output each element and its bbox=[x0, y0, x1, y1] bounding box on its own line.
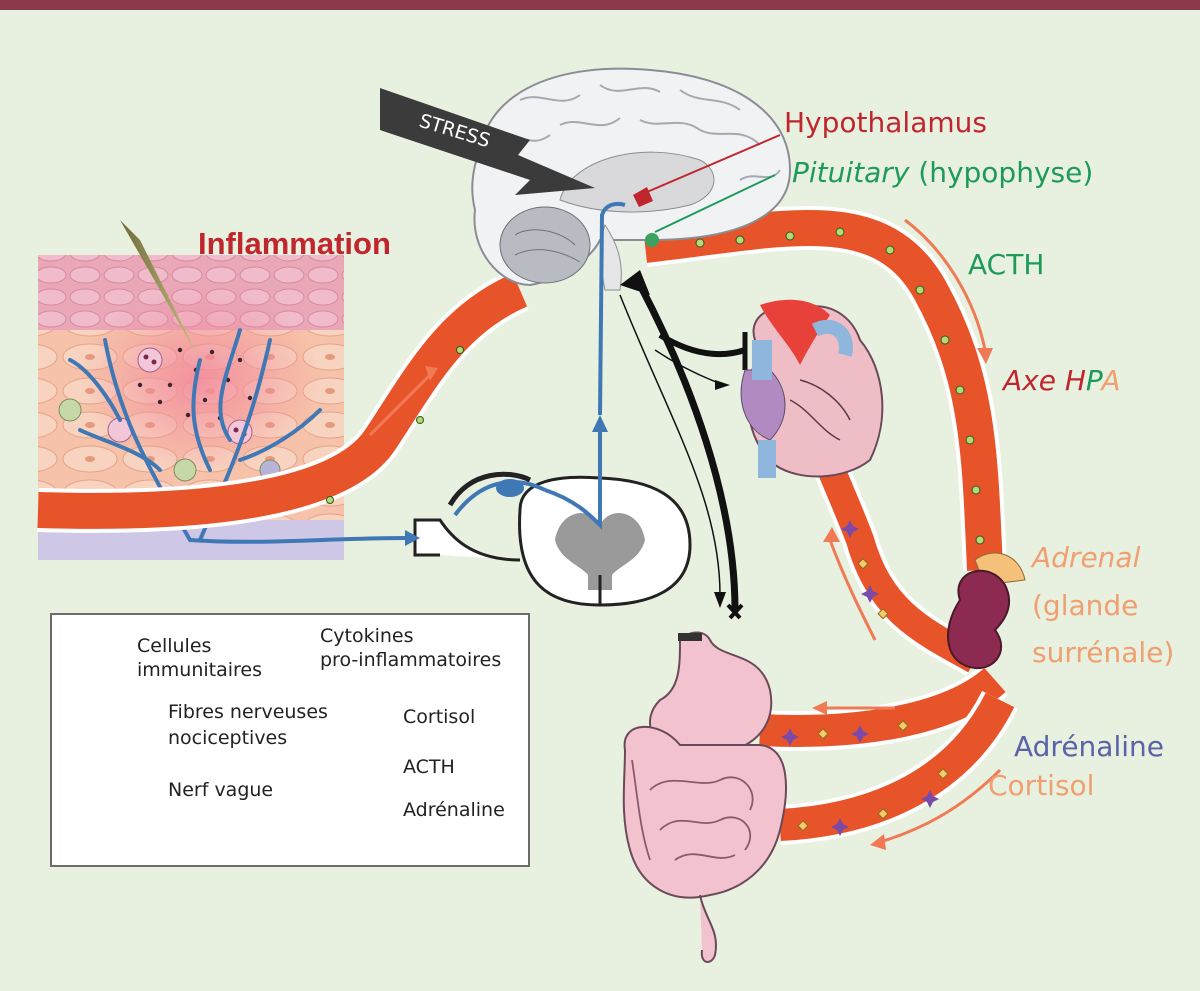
legend-acth: ACTH bbox=[403, 756, 455, 778]
spinal-cord bbox=[413, 471, 692, 607]
hypothalamus-label: Hypothalamus bbox=[784, 106, 987, 139]
digestive-organs bbox=[622, 631, 787, 963]
flow-arrows bbox=[368, 218, 1002, 844]
legend-box: Cellules immunitaires Cytokines pro-infl… bbox=[50, 613, 530, 867]
kidney-adrenal bbox=[947, 552, 1026, 670]
legend-cyto-1: Cytokines bbox=[320, 625, 414, 647]
legend-fibres-2: nociceptives bbox=[168, 727, 288, 749]
vessel-particles bbox=[326, 227, 985, 836]
legend-fibres-1: Fibres nerveuses bbox=[168, 701, 328, 723]
adrenal-fr-line1: (glande bbox=[1032, 589, 1139, 622]
nerves bbox=[189, 201, 748, 620]
pituitary-fr: (hypophyse) bbox=[909, 156, 1094, 189]
inflammation-label: Inflammation bbox=[198, 226, 391, 261]
blood-vessels bbox=[37, 205, 1018, 845]
adrenal-label: Adrenal bbox=[1032, 541, 1141, 574]
top-bar bbox=[0, 0, 1200, 10]
legend-immune-2: immunitaires bbox=[137, 659, 263, 681]
axe-hpa-a: A bbox=[1101, 364, 1121, 397]
flow-arrowheads bbox=[425, 348, 993, 850]
legend-cortisol: Cortisol bbox=[403, 706, 476, 728]
axe-hpa-h: Axe H bbox=[1003, 364, 1086, 397]
adrenal-fr-line2: surrénale) bbox=[1032, 636, 1175, 669]
cortisol-label: Cortisol bbox=[988, 769, 1095, 802]
stress-arrow bbox=[380, 88, 595, 195]
acth-label: ACTH bbox=[968, 248, 1045, 281]
legend-nerf-vague: Nerf vague bbox=[168, 779, 274, 801]
heart bbox=[740, 299, 884, 478]
brain bbox=[471, 67, 792, 291]
pituitary-label: Pituitary (hypophyse) bbox=[792, 156, 1093, 190]
inflammation-needle bbox=[120, 220, 200, 360]
pituitary-en: Pituitary bbox=[792, 156, 910, 189]
axe-hpa-label: Axe HPA bbox=[1003, 364, 1121, 398]
adrenaline-label: Adrénaline bbox=[1014, 730, 1164, 763]
legend-adrenaline: Adrénaline bbox=[403, 799, 505, 821]
axe-hpa-p: P bbox=[1085, 364, 1102, 397]
legend-immune-1: Cellules bbox=[137, 635, 212, 657]
legend-cyto-2: pro-inflammatoires bbox=[320, 649, 502, 671]
